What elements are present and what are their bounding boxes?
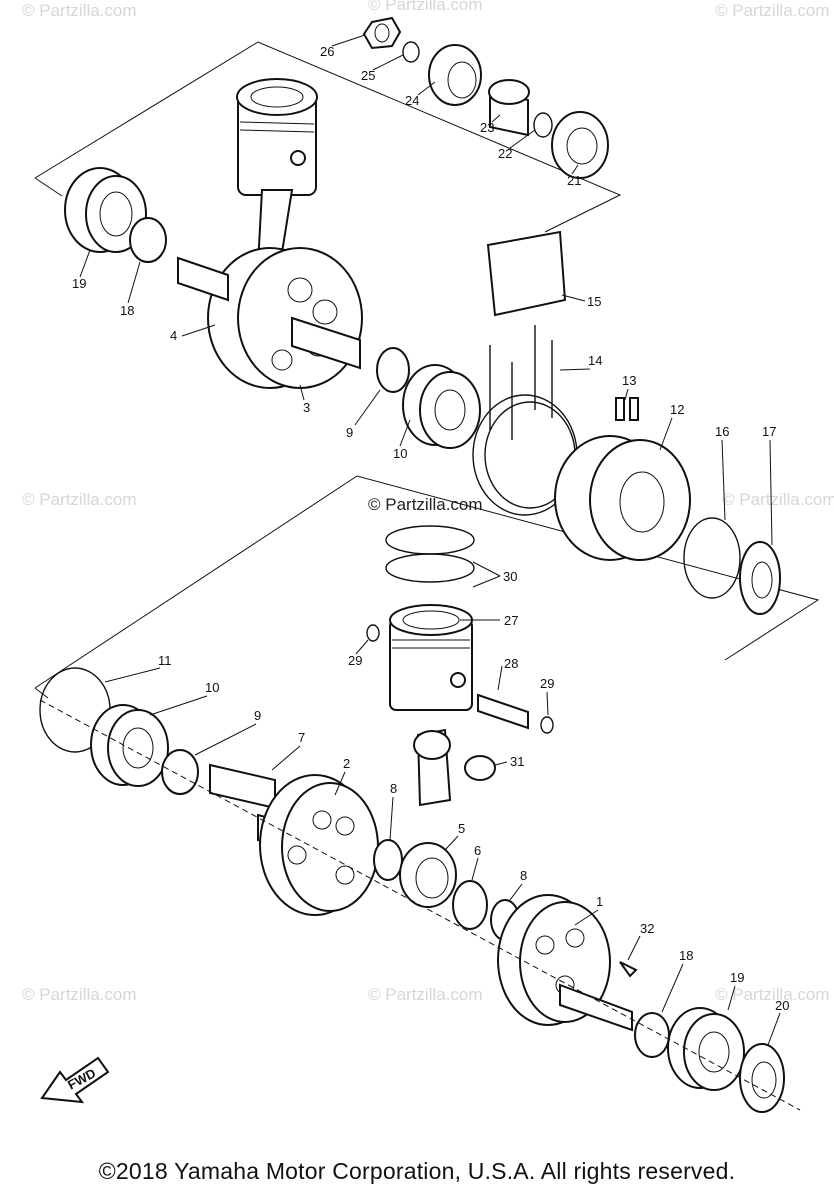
callout-8-right: 8 [520, 868, 527, 883]
callout-8-left: 8 [390, 781, 397, 796]
forward-arrow: FWD [40, 1056, 110, 1104]
key-32 [619, 961, 638, 978]
callout-14: 14 [588, 353, 602, 368]
cage-15 [486, 230, 567, 317]
watermark-top-center: © Partzilla.com [368, 0, 483, 14]
watermark-bottom-center: © Partzilla.com [368, 985, 483, 1004]
callout-4: 4 [170, 328, 177, 343]
shim-9-lower [161, 749, 199, 795]
callout-6: 6 [474, 843, 481, 858]
crank-pin-7 [209, 763, 276, 810]
callout-21: 21 [567, 173, 581, 188]
o-ring-16 [683, 517, 741, 599]
oil-seal-17 [739, 541, 781, 615]
circlip-22 [533, 112, 553, 138]
watermark-mid-left: © Partzilla.com [22, 490, 137, 509]
callout-24: 24 [405, 93, 419, 108]
callout-31: 31 [510, 754, 524, 769]
washer-25 [402, 41, 420, 63]
callout-9-upper: 9 [346, 425, 353, 440]
callout-20: 20 [775, 998, 789, 1013]
callout-12: 12 [670, 402, 684, 417]
watermark-center: © Partzilla.com [368, 495, 483, 514]
callout-11: 11 [158, 653, 172, 668]
shim-9-upper [376, 347, 410, 393]
rotor-12 [554, 397, 691, 561]
piston-27 [389, 604, 473, 711]
callout-19-upper: 19 [72, 276, 86, 291]
callout-22: 22 [498, 146, 512, 161]
gear-24 [428, 44, 482, 106]
callout-29-left: 29 [348, 653, 362, 668]
clip-29-right [540, 716, 554, 734]
callout-16: 16 [715, 424, 729, 439]
crank-half-1 [497, 894, 633, 1032]
crank-half-2 [257, 774, 379, 916]
watermark-mid-right: © Partzilla.com [722, 490, 834, 509]
watermark-top-right: © Partzilla.com [715, 1, 830, 20]
callout-10-upper: 10 [393, 446, 407, 461]
callout-19-lower: 19 [730, 970, 744, 985]
bearing-19-lower [667, 1007, 745, 1091]
callout-28: 28 [504, 656, 518, 671]
needle-bearing-31 [464, 755, 496, 781]
callout-3: 3 [303, 400, 310, 415]
callout-5: 5 [458, 821, 465, 836]
bearing-10-lower [90, 704, 169, 787]
shim-18-upper [129, 217, 167, 263]
piston-upper [236, 78, 318, 196]
oil-seal-21 [551, 111, 609, 179]
ring-14 [472, 325, 578, 516]
callout-9-lower: 9 [254, 708, 261, 723]
connecting-rod-5 [399, 728, 457, 908]
callout-18-upper: 18 [120, 303, 134, 318]
callout-7: 7 [298, 730, 305, 745]
upper-assembly [64, 16, 781, 615]
callout-18-lower: 18 [679, 948, 693, 963]
oil-seal-20 [739, 1043, 785, 1113]
watermark-top-left: © Partzilla.com [22, 1, 137, 20]
bearing-10-upper [402, 364, 481, 449]
part-callouts: 1 2 3 4 5 6 7 8 8 9 9 10 10 11 12 13 14 … [72, 44, 789, 1013]
callout-32: 32 [640, 921, 654, 936]
leader-lines [79, 34, 781, 1046]
lower-assembly [39, 525, 801, 1113]
shim-18-lower [634, 1012, 670, 1058]
callout-1: 1 [596, 894, 603, 909]
callout-17: 17 [762, 424, 776, 439]
callout-23: 23 [480, 120, 494, 135]
crankshaft-upper [177, 247, 363, 389]
clip-29-left [366, 624, 380, 642]
shim-8-left [373, 839, 403, 881]
watermark-bottom-right: © Partzilla.com [715, 985, 830, 1004]
watermark-layer: © Partzilla.com © Partzilla.com © Partzi… [22, 0, 834, 1004]
fwd-arrow-icon [40, 1056, 110, 1104]
callout-27: 27 [504, 613, 518, 628]
callout-15: 15 [587, 294, 601, 309]
piston-pin-28 [477, 693, 529, 730]
callout-26: 26 [320, 44, 334, 59]
callout-10-lower: 10 [205, 680, 219, 695]
watermark-bottom-left: © Partzilla.com [22, 985, 137, 1004]
nut-26 [362, 16, 402, 50]
callout-29-right: 29 [540, 676, 554, 691]
spacer-23 [488, 79, 530, 137]
callout-2: 2 [343, 756, 350, 771]
callout-13: 13 [622, 373, 636, 388]
callout-25: 25 [361, 68, 375, 83]
piston-rings-30 [385, 525, 475, 583]
needle-bearing-6 [452, 880, 488, 930]
callout-30: 30 [503, 569, 517, 584]
copyright-footer: ©2018 Yamaha Motor Corporation, U.S.A. A… [98, 1158, 736, 1184]
